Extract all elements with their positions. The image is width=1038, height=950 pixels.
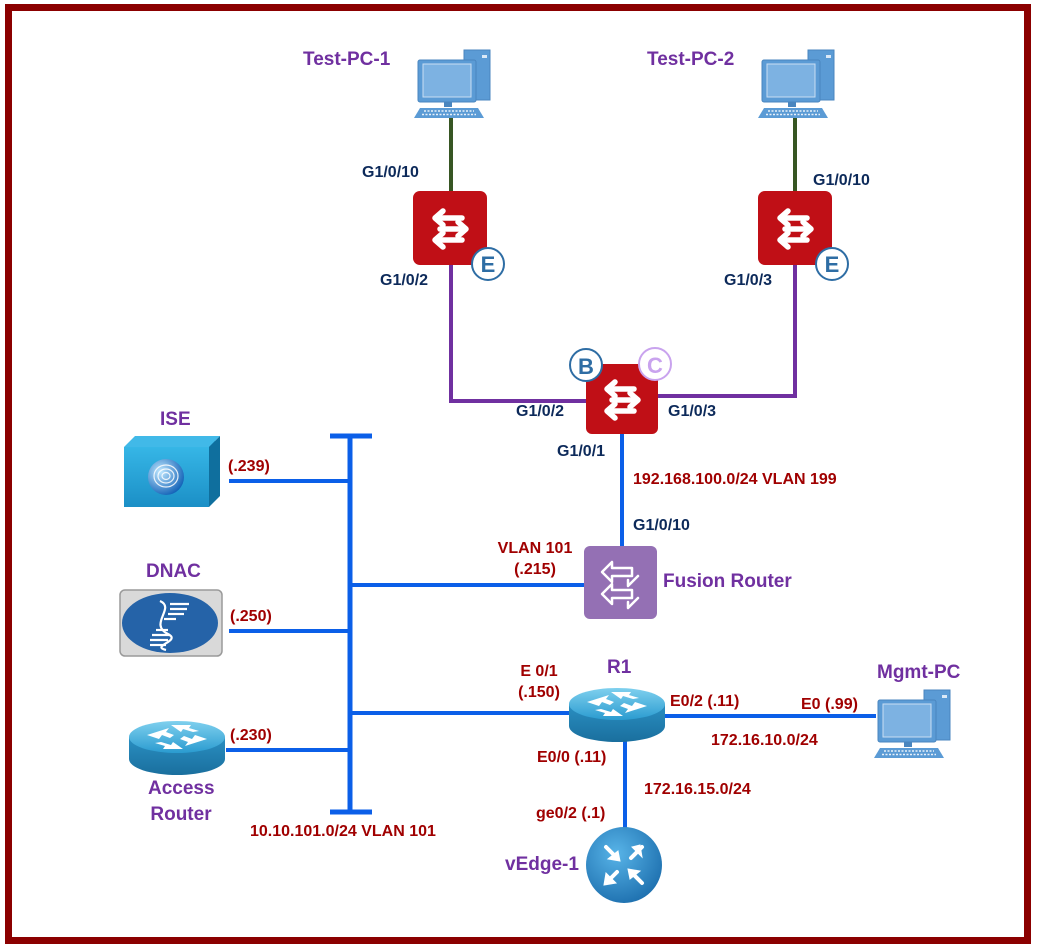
svg-text:E: E <box>825 252 840 277</box>
ip-label-r1-e01: E 0/1 (.150) <box>508 663 570 701</box>
ip-label-r1-e02: E0/2 (.11) <box>670 693 740 710</box>
subnet-label-mgmt: 172.16.10.0/24 <box>711 732 818 749</box>
control-node-badge: C <box>638 347 672 381</box>
border-node-badge: B <box>569 348 603 382</box>
port-label: G1/0/1 <box>557 443 606 460</box>
device-label-mgmt-pc: Mgmt-PC <box>877 662 961 683</box>
ise-server[interactable] <box>124 436 220 507</box>
dna-helix-icon <box>150 599 189 652</box>
ip-label-ise: (.239) <box>228 458 270 475</box>
r1-e01-ip-label: (.150) <box>518 683 560 701</box>
edge-switch-1[interactable]: E <box>413 191 505 281</box>
ip-label-mgmt-e0: E0 (.99) <box>801 696 858 713</box>
fusion-ip-label: (.215) <box>514 560 556 578</box>
edge-node-badge: E <box>815 247 849 281</box>
port-label: G1/0/3 <box>668 403 717 420</box>
device-label-ise: ISE <box>160 409 191 430</box>
edge-node-badge: E <box>471 247 505 281</box>
switch-arrows-icon <box>607 382 638 418</box>
subnet-label-border-fusion: 192.168.100.0/24 VLAN 199 <box>633 471 837 488</box>
switch-arrows-icon <box>435 211 466 247</box>
port-label: G1/0/2 <box>380 272 429 289</box>
access-router[interactable] <box>129 721 225 775</box>
ip-label-fusion: VLAN 101 (.215) <box>490 540 580 578</box>
device-label-dnac: DNAC <box>146 561 201 582</box>
link-edge1-border <box>449 264 588 403</box>
port-label: G1/0/3 <box>724 272 773 289</box>
pc-icon[interactable] <box>413 49 491 119</box>
pc-icon[interactable] <box>873 689 951 759</box>
dnac-appliance[interactable] <box>119 589 223 657</box>
r1-router[interactable] <box>569 688 665 742</box>
r1-e01-port-label: E 0/1 <box>520 663 558 680</box>
port-label: G1/0/10 <box>633 517 690 534</box>
link-edge2-border <box>656 264 797 398</box>
device-label-test-pc-2: Test-PC-2 <box>647 49 735 70</box>
access-router-label-line2: Router <box>150 803 212 825</box>
pc-icon[interactable] <box>757 49 835 119</box>
device-label-vedge-1: vEdge-1 <box>505 854 579 875</box>
access-router-label-line1: Access <box>148 778 215 799</box>
port-label: G1/0/2 <box>516 403 565 420</box>
device-label-access-router: Access Router <box>148 778 215 826</box>
svg-text:B: B <box>578 354 594 379</box>
fusion-arrows-icon <box>600 560 640 610</box>
ip-label-access-router: (.230) <box>230 727 272 744</box>
fusion-router[interactable] <box>584 546 657 619</box>
vedge-arrows-icon <box>603 844 644 886</box>
svg-text:E: E <box>481 252 496 277</box>
fusion-vlan-label: VLAN 101 <box>497 540 573 557</box>
ip-label-dnac: (.250) <box>230 608 272 625</box>
port-label: G1/0/10 <box>813 172 870 189</box>
ip-label-r1-e00: E0/0 (.11) <box>537 749 607 766</box>
border-control-switch[interactable]: B C <box>569 347 672 434</box>
ip-label-vedge-ge02: ge0/2 (.1) <box>536 805 606 822</box>
svg-text:C: C <box>647 353 663 378</box>
device-label-r1: R1 <box>607 657 632 678</box>
subnet-label-vedge: 172.16.15.0/24 <box>644 781 751 798</box>
vedge-router[interactable] <box>586 827 662 903</box>
vlan101-bus <box>330 433 372 815</box>
device-label-test-pc-1: Test-PC-1 <box>303 49 391 70</box>
subnet-label-bus: 10.10.101.0/24 VLAN 101 <box>250 823 436 840</box>
switch-arrows-icon <box>780 211 811 247</box>
edge-switch-2[interactable]: E <box>758 191 849 281</box>
port-label: G1/0/10 <box>362 164 419 181</box>
device-label-fusion-router: Fusion Router <box>663 571 792 592</box>
